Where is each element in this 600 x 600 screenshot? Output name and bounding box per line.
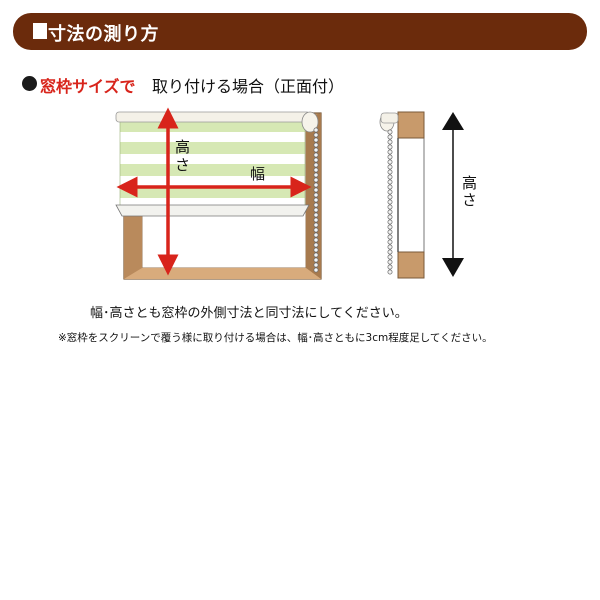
section-header: 寸法の測り方: [13, 13, 587, 50]
subtitle-text: 取り付ける場合（正面付）: [152, 77, 345, 96]
measurement-note: 幅･高さとも窓枠の外側寸法と同寸法にしてください。: [90, 306, 408, 321]
subtitle-accent: 窓枠サイズで: [40, 77, 136, 96]
height-label-front: 高さ: [175, 138, 193, 174]
height-label-side: 高さ: [460, 175, 478, 209]
roll-screen-fabric: [115, 111, 319, 217]
width-label-front: 幅: [250, 165, 268, 183]
section-title: 寸法の測り方: [48, 24, 159, 45]
window-frame-side: [379, 111, 425, 279]
measurement-footnote: ※窓枠をスクリーンで覆う様に取り付ける場合は、幅･高さともに3cm程度足してくだ…: [58, 332, 493, 344]
square-bullet-icon: [33, 23, 47, 39]
circle-bullet-icon: [22, 76, 37, 91]
bead-chain-front: [313, 127, 319, 273]
bead-chain-side: [387, 129, 393, 275]
height-arrow-side: [442, 112, 464, 277]
